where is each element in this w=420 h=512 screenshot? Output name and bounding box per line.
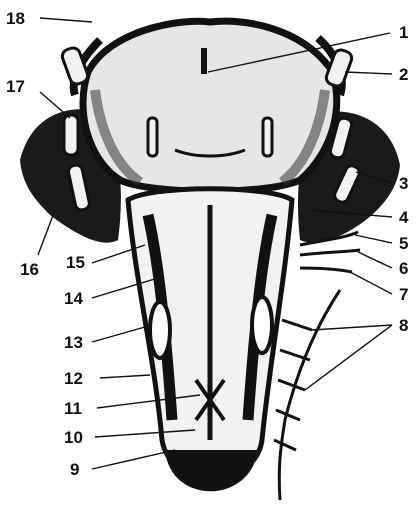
label-9: 9: [70, 460, 79, 479]
label-14: 14: [64, 289, 83, 308]
leader-18: [40, 18, 92, 22]
leader-17: [40, 92, 70, 118]
label-5: 5: [399, 234, 408, 253]
label-4: 4: [399, 208, 409, 227]
label-12: 12: [64, 369, 83, 388]
label-13: 13: [64, 333, 83, 352]
label-17: 17: [6, 77, 25, 96]
spinal-cord-base: [165, 450, 258, 491]
nerve-rootlets-right: [274, 232, 360, 500]
label-3: 3: [399, 174, 408, 193]
leader-13: [92, 325, 152, 342]
label-10: 10: [64, 428, 83, 447]
label-11: 11: [64, 399, 82, 418]
leader-8b: [305, 325, 392, 390]
olive-right: [252, 297, 272, 353]
leader-6: [358, 252, 392, 268]
label-8: 8: [399, 316, 408, 335]
label-1: 1: [399, 23, 408, 42]
leader-16: [38, 210, 55, 255]
leader-8a: [312, 325, 392, 330]
label-2: 2: [399, 65, 408, 84]
label-18: 18: [6, 9, 25, 28]
leader-2: [345, 72, 392, 74]
leader-7: [350, 272, 392, 294]
leader-9: [92, 450, 175, 469]
label-6: 6: [399, 259, 408, 278]
label-16: 16: [20, 260, 39, 279]
leader-5: [355, 235, 392, 243]
basilar-groove: [201, 48, 207, 74]
label-15: 15: [66, 253, 85, 272]
olive-left: [150, 302, 170, 358]
leader-12: [100, 375, 150, 378]
label-7: 7: [399, 285, 408, 304]
